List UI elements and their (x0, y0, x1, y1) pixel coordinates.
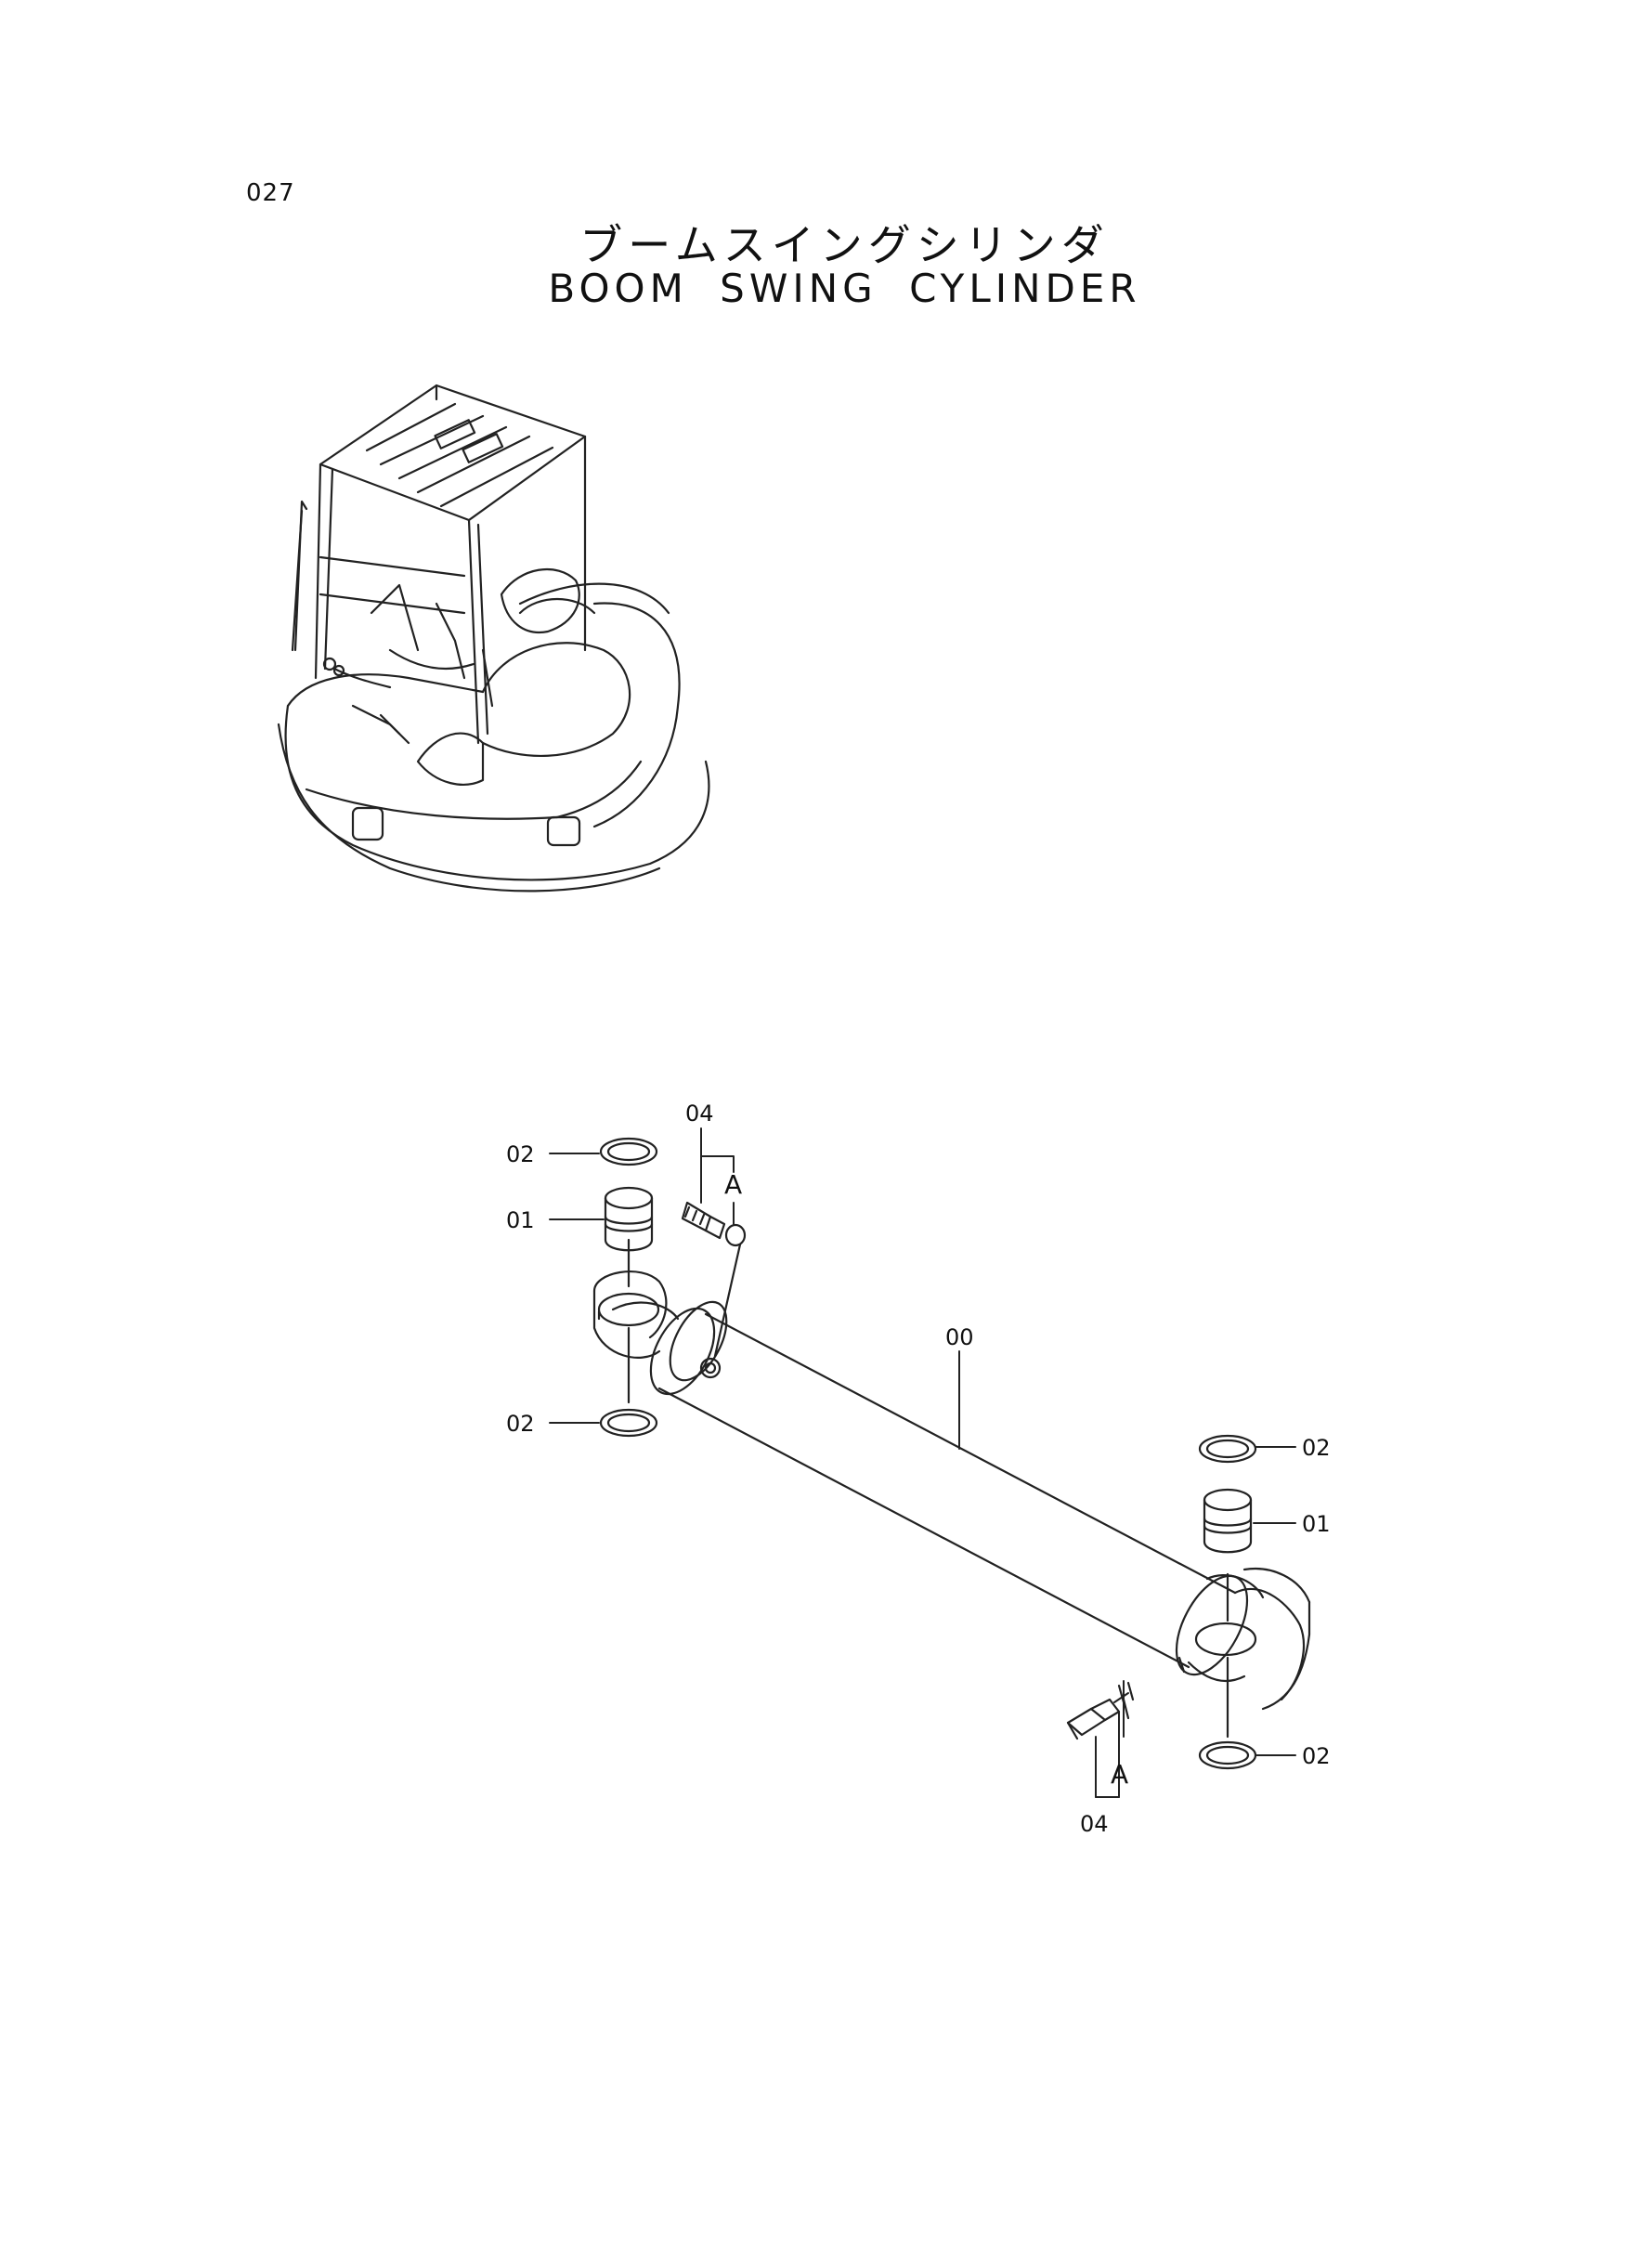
callout-fitting-bottom: 04 (1080, 1811, 1109, 1837)
bushing-right (1203, 1488, 1253, 1554)
excavator-overview-illustration (277, 384, 710, 892)
rod-eye-bore-left (597, 1292, 660, 1327)
callout-view-a-top: A (724, 1169, 742, 1200)
callout-seal-left-bottom: 02 (506, 1411, 535, 1437)
bushing-left (604, 1186, 654, 1252)
cylinder-assembly (592, 1238, 1311, 1739)
callout-seal-left-top: 02 (506, 1141, 535, 1167)
clevis-bore-right (1194, 1622, 1257, 1657)
callout-bushing-left: 01 (506, 1207, 535, 1233)
leader-lines (549, 1127, 1296, 1798)
seal-right-top (1198, 1434, 1257, 1464)
o-ring-top (724, 1223, 747, 1247)
seal-left-bottom (599, 1408, 658, 1438)
seal-right-bottom (1198, 1740, 1257, 1770)
callout-bushing-right: 01 (1302, 1511, 1331, 1537)
seal-left-top (599, 1137, 658, 1166)
callout-view-a-bottom: A (1111, 1759, 1128, 1790)
callout-seal-right-top: 02 (1302, 1435, 1331, 1461)
grease-nipple-bottom (1066, 1698, 1121, 1740)
callout-seal-right-bottom: 02 (1302, 1743, 1331, 1769)
callout-labels: 02 01 02 04 A 00 02 01 02 A 04 (506, 1101, 1331, 1837)
cylinder-barrel (704, 1312, 1237, 1595)
title-japanese: ブームスイングシリンダ (579, 220, 1110, 270)
callout-cylinder: 00 (945, 1324, 974, 1350)
grease-fitting-top (699, 1357, 722, 1379)
grease-nipple-top (681, 1201, 747, 1358)
callout-fitting-top: 04 (685, 1101, 714, 1127)
page-number: 027 (246, 179, 295, 207)
title-english: BOOM SWING CYLINDER (548, 266, 1141, 311)
